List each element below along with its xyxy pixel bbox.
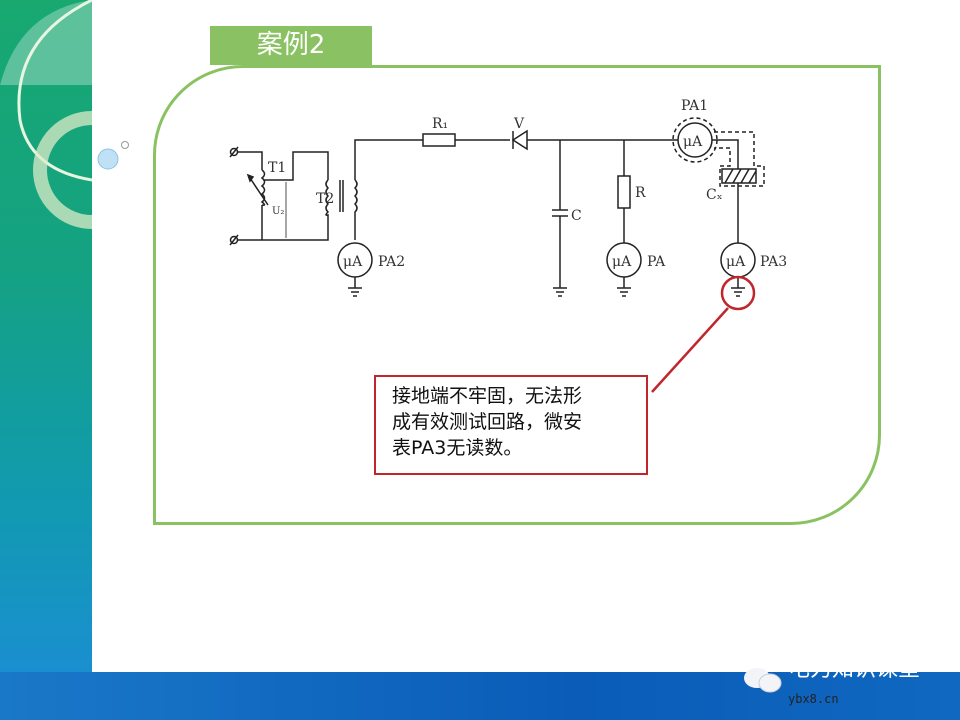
meter-pa1-glyph: μA [683,134,703,150]
label-u2: U₂ [272,206,284,217]
label-pa2: PA2 [378,254,405,270]
watermark-site: ybx8.cn [788,692,839,706]
bottom-bar [0,672,960,720]
label-c: C [571,208,582,224]
watermark-brand: 电力知识课堂 [788,657,921,682]
slide-title: 案例2 [210,26,372,65]
label-pa3: PA3 [760,254,787,270]
label-r: R [635,185,646,201]
resistor-r [617,140,631,243]
loose-ground-highlight [720,275,756,311]
capacitor-c [552,140,568,297]
transformer-t2 [325,139,423,240]
label-pa1: PA1 [681,98,708,114]
label-v: V [513,116,525,132]
content-frame [153,65,881,525]
label-cx: Cₓ [706,187,723,203]
decorative-sidebar [0,0,92,672]
meter-pa3-glyph: μA [726,254,746,270]
bubble-decoration [97,141,129,170]
label-pa: PA [647,254,666,270]
note-line: 接地端不牢固，无法形 [392,385,583,407]
leaf-swirl-decoration [0,0,92,229]
input-terminals [229,146,329,246]
wechat-icon [744,668,782,693]
label-t2: T2 [316,191,334,207]
diode-v [511,129,678,151]
callout-pointer [651,307,729,393]
transformer-t1 [246,151,329,238]
callout-note: 接地端不牢固，无法形 成有效测试回路，微安 表PA3无读数。 [374,375,648,475]
meter-pa2-glyph: μA [343,254,363,270]
resistor-r1 [422,133,510,147]
meter-pa-glyph: μA [612,254,632,270]
label-t1: T1 [268,160,286,176]
test-sample-cx [712,131,765,243]
label-r1: R₁ [432,116,448,132]
note-line: 成有效测试回路，微安 [392,411,583,433]
note-line: 表PA3无读数。 [392,437,523,459]
